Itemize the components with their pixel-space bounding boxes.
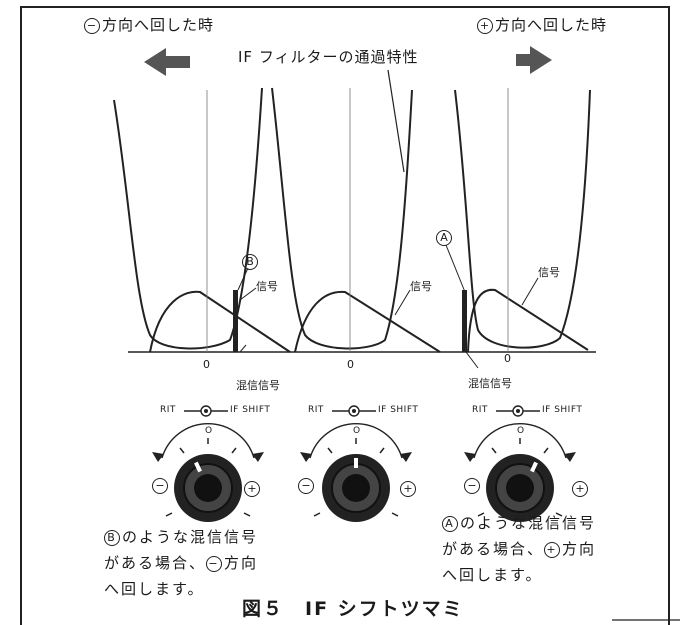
panel-3-zero: 0 [504,352,511,365]
description-right-line2b: 方向 [562,540,597,558]
title-pointer-line [387,69,405,173]
description-right-line2a: がある場合、 [442,540,545,558]
minus-circle-icon: − [206,555,223,572]
minus-circle-icon: − [464,477,480,494]
plus-circle-icon: + [244,480,260,497]
plus-circle-icon: + [544,541,561,558]
panel-3-marker: A [436,230,454,246]
minus-direction-text: 方向へ回した時 [102,16,215,34]
knob-2-minus: − [298,475,316,494]
description-left-line2a: がある場合、 [104,554,207,572]
knob-1-minus: − [152,475,170,494]
knob-2-top-mark: O [353,426,361,436]
marker-b-icon: B [242,254,258,270]
panel-1-interference-signal [233,290,238,352]
panel-2-signal-pointer [394,289,411,316]
panel-1-signal-curve [149,290,291,353]
plus-direction-header: +方向へ回した時 [477,14,607,35]
switch-icon-3 [496,405,540,417]
panel-3-signal-curve [467,288,589,353]
knob-1-top-mark: O [205,426,213,436]
panel-1-signal-label: 信号 [256,280,278,293]
panel-1-marker-line [237,267,249,291]
knob-3[interactable] [464,423,576,522]
knob-1-plus: + [244,478,262,497]
panel-3-interference-pointer [465,351,479,369]
panel-2-signal-label: 信号 [410,280,432,293]
knob-1-ifshift: IF SHIFT [230,405,271,415]
figure-caption: 図５ IF シフトツマミ [242,598,464,620]
knob-1-arc [161,423,255,459]
panel-2-signal-curve [294,290,441,353]
switch-icon-2 [332,405,376,417]
panel-1-curves [113,87,291,353]
marker-a-icon: A [436,230,452,246]
panel-1-zero: 0 [203,358,210,371]
panel-3-interference-signal [462,290,467,352]
description-right-line1: のような混信信号 [460,514,597,532]
panel-1-interference-label: 混信信号 [236,379,280,392]
panel-3-filter-curve [454,89,591,349]
panel-3-curves [454,89,591,353]
minus-circle-icon: − [152,477,168,494]
figure-frame [20,6,670,625]
minus-direction-header: −方向へ回した時 [84,14,214,35]
knob-1[interactable] [152,423,264,522]
knob-2[interactable] [300,423,412,522]
knob-2-ifshift: IF SHIFT [378,405,419,415]
knob-1-rit: RIT [160,405,176,415]
panel-1-signal-pointer [239,287,257,301]
panel-1-marker: B [242,254,260,270]
description-right-line3: へ回します。 [442,566,543,584]
minus-circle-icon: − [298,477,314,494]
description-left-line2b: 方向 [224,554,259,572]
right-arrow-icon [516,46,552,74]
plus-circle-icon: + [572,480,588,497]
panel-2-filter-curve [271,87,413,350]
curve-title: IF フィルターの通過特性 [238,48,419,66]
minus-circle-icon: − [84,17,100,34]
marker-a-icon: A [442,515,458,532]
plus-direction-text: 方向へ回した時 [495,16,608,34]
knob-3-arc [473,423,567,459]
panel-1-interference-pointer [239,344,247,353]
plus-circle-icon: + [477,17,493,34]
knob-3-plus: + [572,478,590,497]
panel-1-filter-curve [113,87,263,350]
knob-3-top-mark: O [517,426,525,436]
knob-2-rit: RIT [308,405,324,415]
panel-2-zero: 0 [347,358,354,371]
knob-2-arc [309,423,403,459]
knob-2-plus: + [400,478,418,497]
knob-3-ifshift: IF SHIFT [542,405,583,415]
panel-3-interference-label: 混信信号 [468,377,512,390]
panel-3-signal-pointer [521,277,539,306]
panel-3-signal-label: 信号 [538,266,560,279]
description-left-line3: へ回します。 [104,580,205,598]
plus-circle-icon: + [400,480,416,497]
description-left-line1: のような混信信号 [122,528,259,546]
marker-b-icon: B [104,529,120,546]
knob-3-minus: − [464,475,482,494]
switch-icon-1 [184,405,228,417]
panel-2-curves [271,87,441,353]
knob-3-rit: RIT [472,405,488,415]
left-arrow-icon [144,48,190,76]
panel-3-marker-line [445,244,466,293]
